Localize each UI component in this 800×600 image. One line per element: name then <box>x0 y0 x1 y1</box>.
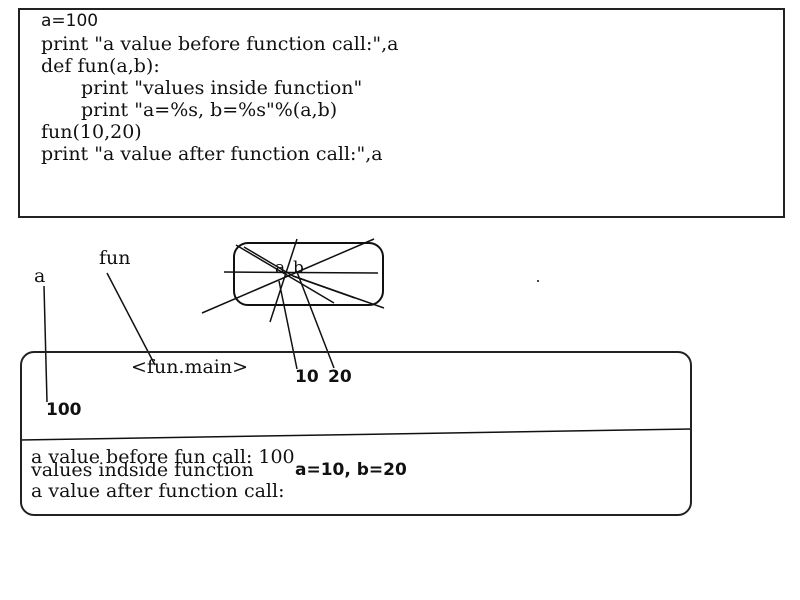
output-line-3: a value after function call: <box>31 480 285 502</box>
a-value-label: 100 <box>46 400 82 420</box>
function-fun-label: fun <box>99 247 131 269</box>
code-line-2: print "a value before function call:",a <box>41 33 399 55</box>
arg-20-label: 20 <box>328 367 352 387</box>
param-a-label: a <box>275 258 286 278</box>
code-line-1: a=100 <box>41 11 99 31</box>
code-panel <box>18 8 785 218</box>
output-line-2-text: values indside function <box>31 459 254 481</box>
function-object-label: <fun.main> <box>131 356 249 378</box>
arg-10-label: 10 <box>295 367 319 387</box>
output-line-2-values: a=10, b=20 <box>295 460 407 480</box>
code-line-3: def fun(a,b): <box>41 55 160 77</box>
param-b-label: b <box>293 258 304 278</box>
code-line-7: print "a value after function call:",a <box>41 143 383 165</box>
param-scribble <box>201 238 385 323</box>
memory-frame-box <box>20 351 692 516</box>
variable-a-label: a <box>34 265 46 287</box>
frame-divider <box>19 428 693 441</box>
arrow-fun-to-object <box>106 272 156 366</box>
code-line-5: print "a=%s, b=%s"%(a,b) <box>81 99 338 121</box>
code-line-6: fun(10,20) <box>41 121 142 143</box>
code-line-4: print "values inside function" <box>81 77 363 99</box>
arrow-a-to-100 <box>43 285 48 403</box>
arrow-a-to-10 <box>278 280 298 370</box>
param-box <box>233 242 384 306</box>
stray-dot <box>537 280 539 282</box>
output-line-1: a value before fun call: 100 <box>31 446 295 468</box>
